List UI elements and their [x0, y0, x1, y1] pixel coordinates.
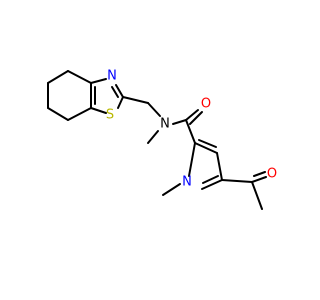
atom-label-layer: N S N O N O	[106, 69, 277, 190]
bond	[90, 107, 107, 114]
amide-nitrogen-label: N	[160, 117, 170, 132]
bond	[185, 119, 196, 144]
molecule-diagram: N S N O N O	[47, 69, 277, 210]
bond	[253, 171, 266, 177]
bond	[251, 176, 267, 183]
bond	[216, 152, 223, 181]
bond	[172, 119, 187, 125]
bond	[47, 107, 69, 121]
bond	[115, 84, 124, 98]
bond	[251, 181, 263, 210]
bond	[122, 96, 149, 104]
pyrrole-nitrogen-label: N	[182, 175, 192, 190]
bond	[188, 142, 196, 177]
bond	[147, 130, 159, 144]
bond	[90, 78, 107, 84]
bond	[67, 70, 92, 84]
bond	[194, 142, 218, 154]
bond	[147, 102, 161, 117]
bond	[117, 96, 124, 109]
bond	[185, 109, 199, 121]
acetyl-oxygen-label: O	[267, 167, 277, 182]
thiazole-nitrogen-label: N	[107, 69, 117, 84]
bond	[67, 107, 92, 121]
bond-layer	[47, 70, 267, 210]
bond	[189, 111, 203, 125]
bond	[202, 175, 219, 184]
bond	[221, 179, 253, 183]
bond	[201, 179, 223, 190]
bond	[162, 183, 181, 196]
bond	[198, 139, 217, 148]
bond	[111, 86, 119, 98]
bond	[47, 70, 69, 84]
amide-oxygen-label: O	[201, 97, 211, 112]
molecule-structure: N S N O N O	[47, 69, 277, 210]
thiazole-sulfur-label: S	[106, 108, 114, 123]
